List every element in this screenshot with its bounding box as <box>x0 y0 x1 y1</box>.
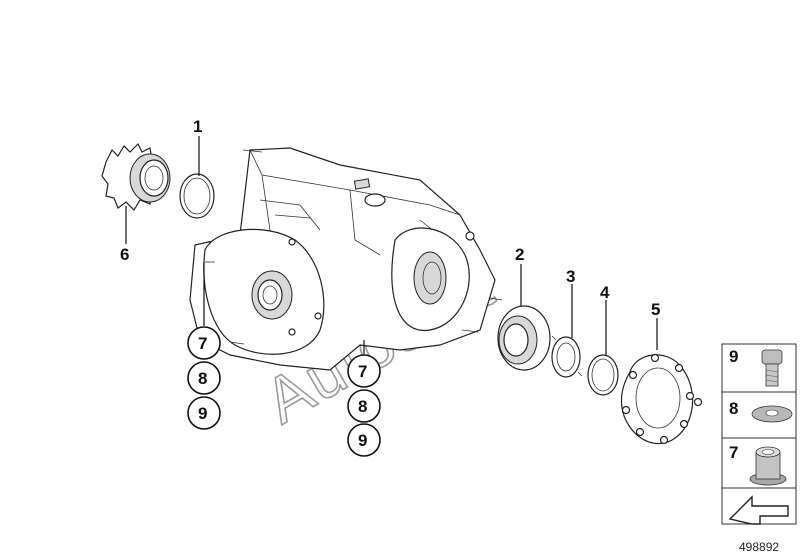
callout-2: 2 <box>515 245 524 264</box>
callout-6: 6 <box>120 245 129 264</box>
differential-housing <box>189 147 503 371</box>
circled-num-right-7: 7 <box>358 362 367 381</box>
legend-number-9: 9 <box>729 347 738 366</box>
circled-group-left: 7 8 9 <box>187 326 221 430</box>
washer-icon <box>751 405 793 423</box>
part-4-snap-ring <box>587 354 619 396</box>
part-6-pinion-gear <box>101 142 171 211</box>
diagram-id: 498892 <box>739 540 779 554</box>
callout-4: 4 <box>600 283 610 302</box>
legend-number-8: 8 <box>729 399 738 418</box>
circled-num-left-8: 8 <box>198 369 207 388</box>
circled-num-left-9: 9 <box>198 404 207 423</box>
callout-5: 5 <box>651 300 660 319</box>
circled-num-left-7: 7 <box>198 334 207 353</box>
circled-group-right: 7 8 9 <box>347 354 381 457</box>
part-2-shaft-seal <box>497 305 551 371</box>
legend-panel: 9 8 7 <box>721 343 797 525</box>
circled-num-right-9: 9 <box>358 431 367 450</box>
arrow-icon <box>728 495 789 525</box>
callout-1: 1 <box>193 117 202 136</box>
part-3-lock-ring <box>551 335 583 378</box>
bolt-icon <box>761 349 783 387</box>
callout-3: 3 <box>566 267 575 286</box>
part-5-cover-plate <box>620 353 703 445</box>
sleeve-nut-icon <box>749 446 787 486</box>
part-1-o-ring <box>179 173 215 219</box>
circled-num-right-8: 8 <box>358 397 367 416</box>
legend-number-7: 7 <box>729 443 738 462</box>
